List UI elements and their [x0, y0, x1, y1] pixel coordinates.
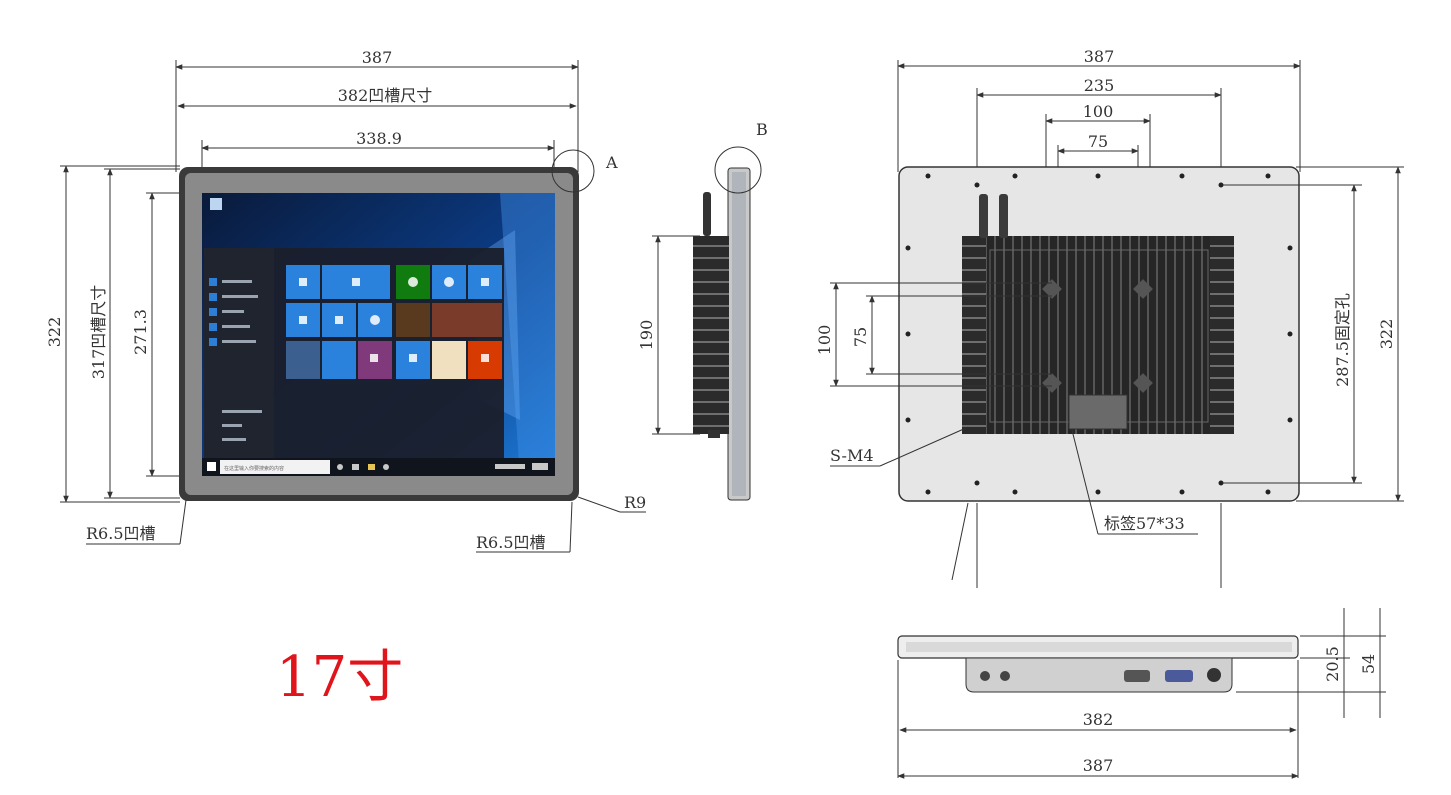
bottom-depth-total: 54 [1359, 654, 1378, 674]
rear-antenna-2 [999, 194, 1008, 238]
rear-height-overall: 322 [1377, 319, 1396, 350]
front-height-screen: 271.3 [131, 309, 150, 355]
rear-antenna-1 [979, 194, 988, 238]
rear-label-plate [1068, 394, 1128, 430]
front-width-overall: 387 [362, 48, 393, 67]
groove-radius-right-label: R6.5凹槽 [476, 533, 546, 552]
front-width-screen: 338.9 [356, 129, 402, 148]
windows-start-icon [207, 462, 216, 471]
rear-vesa-75-h: 75 [1088, 132, 1108, 151]
start-tiles [286, 265, 502, 379]
bottom-width-groove: 382 [1083, 710, 1114, 729]
side-view: B 190 [637, 120, 768, 501]
corner-radius-label: R9 [624, 493, 646, 512]
bottom-io-ports [980, 668, 1221, 682]
rear-mount-height: 287.5固定孔 [1333, 293, 1352, 387]
recycle-bin-icon [210, 198, 222, 210]
rear-width-overall: 387 [1084, 47, 1115, 66]
label-size: 标签57*33 [1104, 514, 1185, 533]
rear-mount-235: 235 [1084, 76, 1115, 95]
front-view: 387 382凹槽尺寸 338.9 322 317凹槽尺寸 271.3 [45, 48, 646, 553]
bottom-width-overall: 387 [1083, 756, 1114, 775]
side-heatsink [693, 236, 729, 434]
rear-vesa-100-v: 100 [815, 325, 834, 356]
model-size-label: 17寸 [276, 645, 403, 710]
callout-a: A [605, 153, 618, 172]
side-antenna [703, 192, 711, 236]
bottom-io-housing [965, 657, 1233, 693]
rear-vesa-100-h: 100 [1083, 102, 1114, 121]
front-width-groove: 382凹槽尺寸 [338, 86, 433, 105]
taskbar-search-placeholder: 在这里输入你要搜索的内容 [224, 465, 284, 472]
rear-view: 387 235 100 75 [815, 47, 1404, 588]
taskbar-search-box [220, 460, 330, 474]
rear-heatsink [962, 236, 1234, 434]
screw-label: S-M4 [830, 446, 874, 465]
rear-mounting-holes [905, 173, 1293, 495]
groove-radius-left-label: R6.5凹槽 [86, 524, 156, 543]
callout-b: B [756, 120, 768, 139]
bottom-depth-bezel: 20.5 [1323, 646, 1342, 682]
front-height-overall: 322 [45, 317, 64, 348]
rear-vesa-75-v: 75 [851, 327, 870, 347]
bottom-view: 382 387 20.5 54 [897, 608, 1386, 779]
side-height-label: 190 [637, 320, 656, 351]
front-height-groove: 317凹槽尺寸 [89, 285, 108, 380]
start-menu-list-icons [209, 278, 217, 346]
